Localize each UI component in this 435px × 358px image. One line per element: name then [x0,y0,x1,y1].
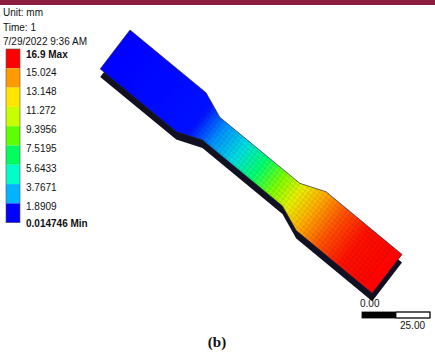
top-bar [0,0,435,5]
scale-value: 25.00 [400,320,425,332]
scale-value: 0.00 [360,298,379,310]
legend-value: 15.024 [26,67,57,79]
legend-value: 11.272 [26,105,56,117]
figure-caption: (b) [208,333,226,351]
tensile-specimen [100,30,402,293]
unit-label: Unit: mm [3,7,43,19]
legend-value: 1.8909 [26,201,57,213]
legend-value: 13.148 [26,86,57,98]
legend-value: 0.014746 Min [26,218,88,230]
legend-value: 16.9 Max [26,49,68,61]
legend-value: 3.7671 [26,182,57,194]
time-label: Time: 1 [3,22,36,34]
legend-value: 7.5195 [26,143,57,155]
date-label: 7/29/2022 9:36 AM [3,36,87,48]
legend-value: 5.6433 [26,163,57,175]
legend-value: 9.3956 [26,124,57,136]
color-bar [6,49,20,223]
scale-bar [362,312,430,318]
